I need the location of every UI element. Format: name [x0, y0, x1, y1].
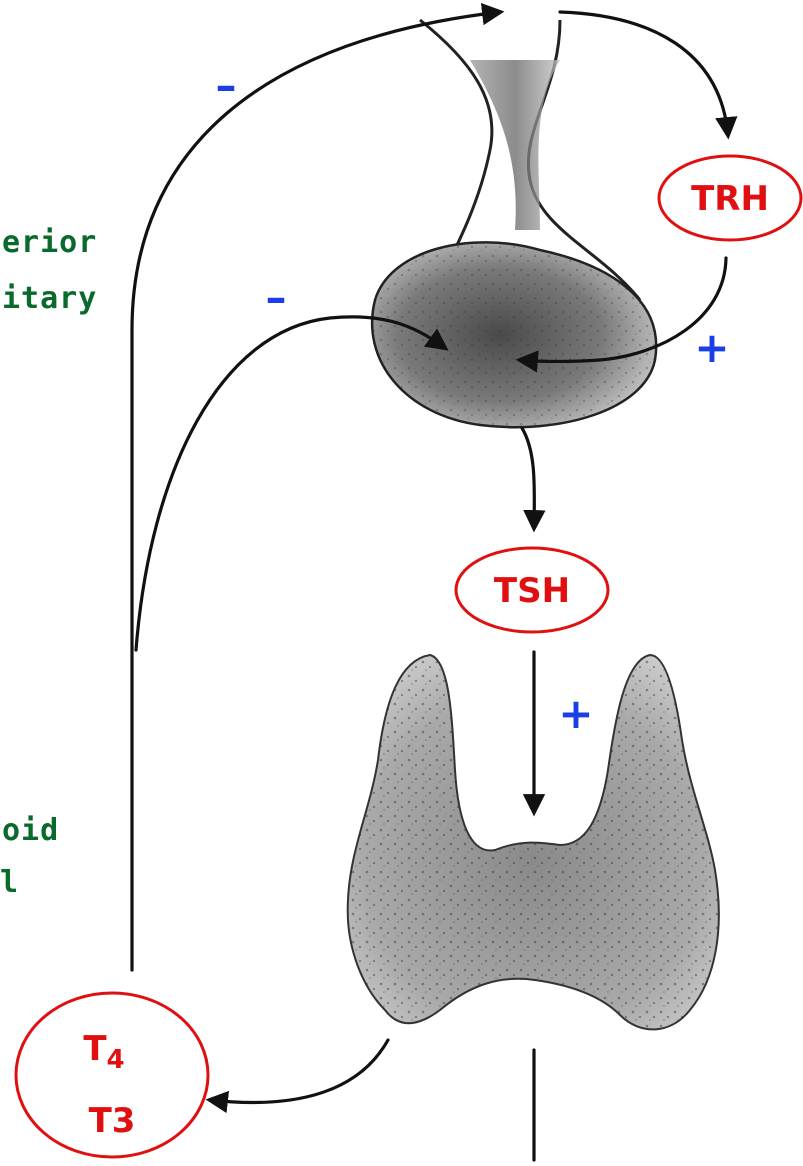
- thyroid-label-line2: l: [0, 865, 19, 900]
- trh-label: TRH: [691, 179, 769, 219]
- pituitary-gland: [372, 242, 656, 427]
- trh-badge: TRH: [659, 156, 801, 240]
- tsh-badge: TSH: [456, 548, 608, 632]
- trh-stimulation-sign: +: [694, 323, 729, 372]
- t3-label: T3: [89, 1101, 136, 1141]
- t4-t3-badge: T4 T3: [16, 993, 208, 1157]
- pituitary-inhibition-sign: –: [266, 273, 287, 322]
- thyroid-to-t4-t3-arrow: [210, 1040, 388, 1103]
- anterior-pituitary-label-line2: itary: [2, 281, 97, 316]
- hypothalamus-to-trh-arrow: [560, 12, 728, 135]
- tsh-stimulation-sign: +: [558, 689, 593, 738]
- anterior-pituitary-label-line1: erior: [2, 225, 97, 260]
- hypothalamus-inhibition-sign: –: [216, 61, 237, 110]
- thyroid-label-line1: oid: [2, 813, 59, 848]
- tsh-label: TSH: [494, 571, 570, 611]
- pituitary-to-tsh-arrow: [522, 428, 534, 528]
